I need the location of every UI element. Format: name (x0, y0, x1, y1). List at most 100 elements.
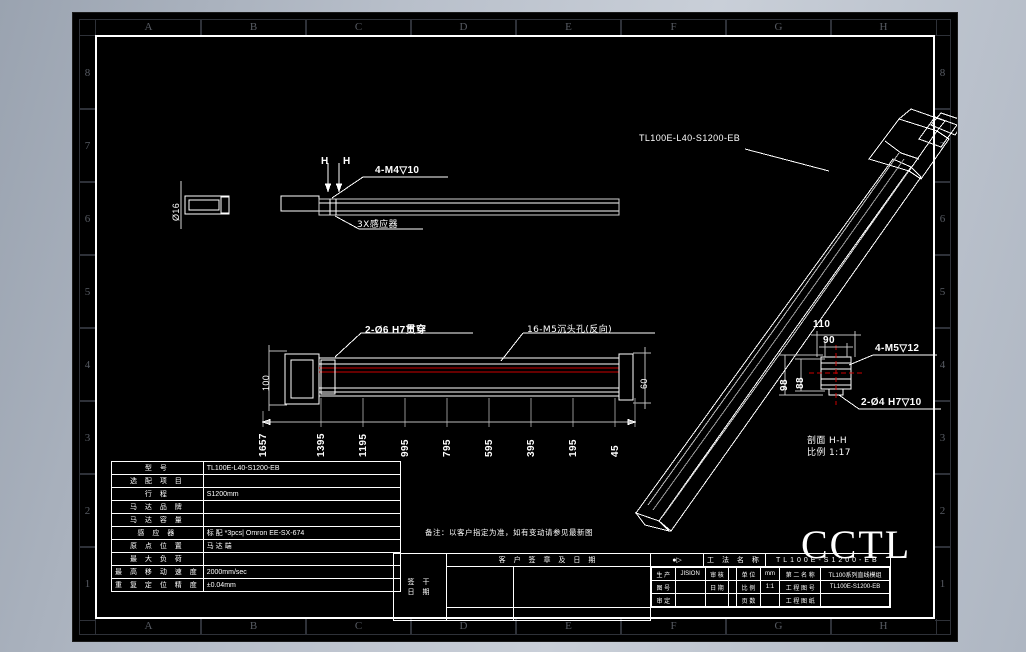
spec-value (202, 474, 401, 488)
spec-row: 马 达 容 量 (111, 513, 401, 527)
zone-label-e: E (515, 619, 622, 634)
zone-label-2: 2 (935, 473, 950, 548)
zone-label-2: 2 (80, 473, 95, 548)
title-meta-cell-c8 (820, 593, 890, 607)
sign-date-cell: 签 干 日 期 (393, 553, 447, 621)
sheet-outer-frame (79, 19, 951, 635)
dim-chain-995: 995 (400, 439, 411, 457)
zone-label-e: E (515, 20, 622, 35)
title-meta-cell-c8: TL100E-S1200-EB (820, 580, 890, 594)
title-block-table: 签 干 日 期 客 户 签 章 及 日 期 ●▷ 工 法 名 称 TL100E-… (393, 553, 891, 621)
spec-value (202, 513, 401, 527)
section-mark-right: H (343, 156, 351, 167)
dim-chain-395: 395 (526, 439, 537, 457)
zone-label-g: G (725, 20, 832, 35)
title-meta-cell-c7: 工 程 图 纸 (779, 593, 822, 607)
zone-label-7: 7 (80, 108, 95, 183)
spec-row: 感 应 器标 配 *3pcs| Omron EE-SX-674 (111, 526, 401, 540)
section-scale: 比例 1:17 (807, 448, 851, 458)
dim-height-right: 60 (639, 378, 649, 389)
spec-row: 重 复 定 位 精 度±0.04mm (111, 578, 401, 592)
spec-key: 感 应 器 (111, 526, 204, 540)
spec-key: 最 高 移 动 速 度 (111, 565, 204, 579)
title-meta-row: 审 定页 数工 程 图 纸 (651, 593, 890, 607)
zone-label-4: 4 (80, 327, 95, 402)
dim-section-width-inner: 90 (823, 335, 835, 346)
callout-section-thread: 4-M5▽12 (875, 343, 920, 354)
zone-label-d: D (410, 20, 517, 35)
title-meta-cell-c4 (728, 567, 738, 581)
spec-key: 马 达 品 牌 (111, 500, 204, 514)
zone-label-1: 1 (935, 546, 950, 621)
sign-label: 签 干 (407, 579, 433, 586)
zone-label-d: D (410, 619, 517, 634)
spec-key: 行 程 (111, 487, 204, 501)
zone-label-8: 8 (935, 35, 950, 110)
zone-label-g: G (725, 619, 832, 634)
spec-key: 原 点 位 置 (111, 539, 204, 553)
title-meta-cell-c1: 审 定 (651, 593, 676, 607)
zone-label-f: F (620, 20, 727, 35)
iso-view-label: TL100E-L40-S1200-EB (639, 133, 741, 143)
spec-key: 马 达 容 量 (111, 513, 204, 527)
zone-label-5: 5 (935, 254, 950, 329)
zone-label-b: B (200, 619, 307, 634)
callout-counterbore: 16-M5沉头孔(反向) (527, 325, 613, 335)
dim-height-left: 100 (261, 374, 271, 391)
title-meta-cell-c7: 第 二 名 称 (779, 567, 822, 581)
zone-label-c: C (305, 20, 412, 35)
projection-symbol-cell: ●▷ (650, 553, 704, 567)
spec-value: S1200mm (202, 487, 401, 501)
spec-key: 型 号 (111, 461, 204, 475)
projection-symbol-icon: ●▷ (672, 557, 682, 564)
title-meta-cell-c3 (704, 593, 730, 607)
zone-label-3: 3 (80, 400, 95, 475)
customer-seal-cell: 客 户 签 章 及 日 期 (446, 553, 651, 567)
zone-label-5: 5 (80, 254, 95, 329)
title-meta-cell-c5: 单 位 (736, 567, 761, 581)
zone-label-h: H (830, 619, 937, 634)
callout-section-dowel: 2-Ø4 H7▽10 (861, 397, 922, 408)
title-meta-cell-c4 (728, 593, 738, 607)
zone-label-a: A (95, 20, 202, 35)
dim-chain-595: 595 (484, 439, 495, 457)
zone-label-1: 1 (80, 546, 95, 621)
title-meta-cell-c6: mm (759, 567, 781, 581)
title-meta-cell-c3: 日 期 (704, 580, 730, 594)
zone-label-f: F (620, 619, 727, 634)
spec-value (202, 500, 401, 514)
callout-sensor: 3X感应器 (357, 220, 398, 230)
zone-label-h: H (830, 20, 937, 35)
title-meta-cell-c7: 工 程 图 号 (779, 580, 822, 594)
zone-label-8: 8 (80, 35, 95, 110)
title-meta-cell-c4 (728, 580, 738, 594)
callout-dowel-hole: 2-Ø6 H7贯穿 (365, 325, 427, 336)
zone-label-c: C (305, 619, 412, 634)
dim-section-width-outer: 110 (813, 319, 831, 330)
zone-label-b: B (200, 20, 307, 35)
callout-thread-top: 4-M4▽10 (375, 165, 420, 176)
dim-chain-1395: 1395 (316, 433, 327, 457)
spec-value (202, 552, 401, 566)
blank-cell-b (513, 566, 651, 608)
spec-row: 马 达 品 牌 (111, 500, 401, 514)
spec-key: 选 配 项 目 (111, 474, 204, 488)
title-meta-cell-c5: 比 例 (736, 580, 761, 594)
title-meta-cell-c1: 图 号 (651, 580, 676, 594)
title-meta-cell-c1: 生 产 (651, 567, 676, 581)
title-meta-cell-c3: 审 核 (704, 567, 730, 581)
dim-chain-795: 795 (442, 439, 453, 457)
blank-cell-a (446, 566, 514, 608)
zone-label-7: 7 (935, 108, 950, 183)
